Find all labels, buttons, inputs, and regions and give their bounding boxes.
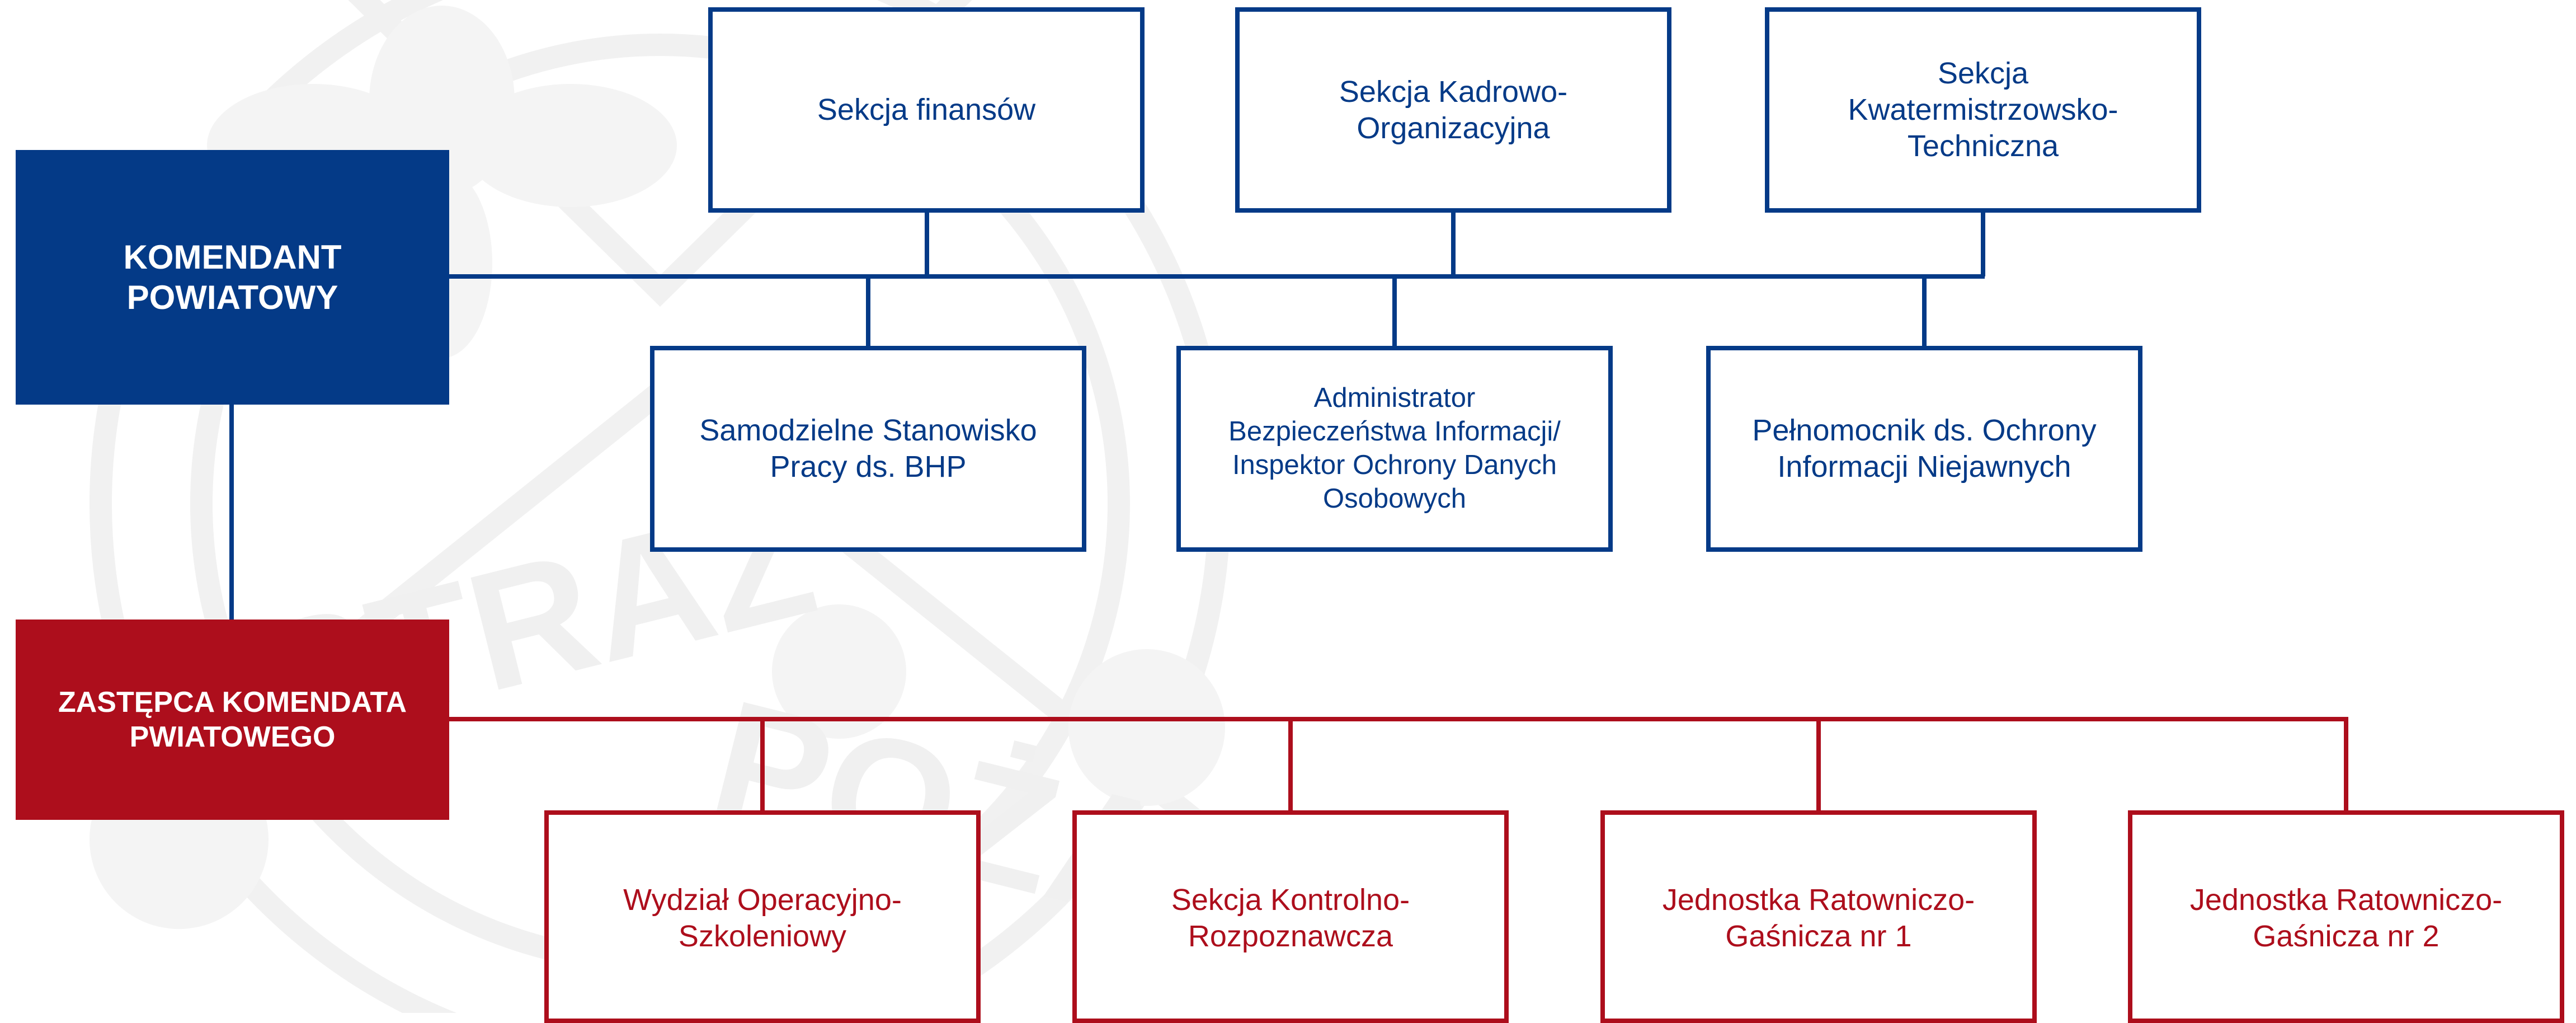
finance-section-box: Sekcja finansów xyxy=(708,7,1145,213)
deputy-commander-box: ZASTĘPCA KOMENDATA PWIATOWEGO xyxy=(16,620,449,820)
rescue-firefighting-unit-1-box: Jednostka Ratowniczo- Gaśnicza nr 1 xyxy=(1600,810,2037,1023)
bhp-post-box: Samodzielne Stanowisko Pracy ds. BHP xyxy=(650,346,1086,552)
hr-organization-section-box: Sekcja Kadrowo- Organizacyjna xyxy=(1235,7,1671,213)
classified-information-plenipotentiary-box: Pełnomocnik ds. Ochrony Informacji Nieja… xyxy=(1706,346,2142,552)
operations-training-department-box: Wydział Operacyjno- Szkoleniowy xyxy=(544,810,981,1023)
control-recognition-section-box: Sekcja Kontrolno- Rozpoznawcza xyxy=(1072,810,1509,1023)
information-security-administrator-box: Administrator Bezpieczeństwa Informacji/… xyxy=(1176,346,1613,552)
commander-box: KOMENDANT POWIATOWY xyxy=(16,150,449,405)
quartermaster-technical-section-box: Sekcja Kwatermistrzowsko- Techniczna xyxy=(1765,7,2201,213)
rescue-firefighting-unit-2-box: Jednostka Ratowniczo- Gaśnicza nr 2 xyxy=(2128,810,2564,1023)
